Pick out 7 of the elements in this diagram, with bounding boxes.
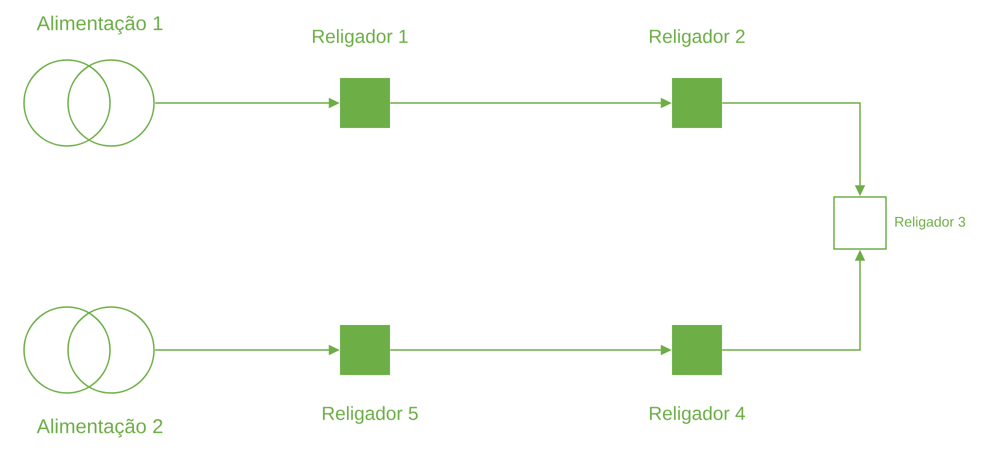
node-label: Religador 4 bbox=[650, 406, 745, 424]
node-label: Religador 1 bbox=[312, 29, 408, 47]
node-label: Religador 2 bbox=[650, 29, 745, 47]
node-label: Alimentação 1 bbox=[36, 16, 162, 34]
node-label: Religador 5 bbox=[322, 406, 418, 424]
node-label: Alimentação 2 bbox=[36, 418, 162, 438]
node-label: Religador 3 bbox=[895, 216, 966, 230]
